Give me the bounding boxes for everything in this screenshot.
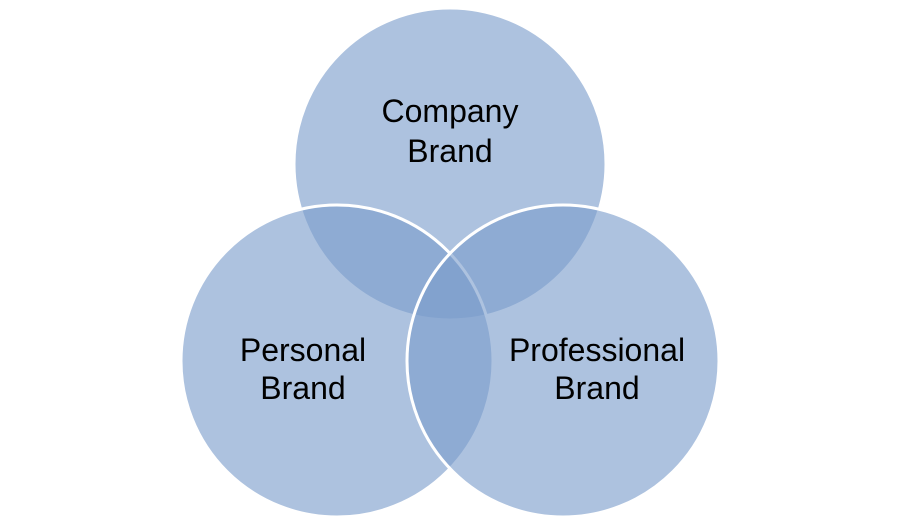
professional-brand-label-line-2: Brand [554,370,639,406]
professional-brand-circle [405,203,721,519]
personal-brand-label-line-1: Personal [240,332,366,368]
professional-brand-label-line-1: Professional [509,332,685,368]
company-brand-label-line-2: Brand [407,133,492,169]
professional-brand-label: Professional Brand [509,332,685,406]
personal-brand-label-line-2: Brand [260,370,345,406]
personal-brand-label: Personal Brand [240,332,366,406]
company-brand-label-line-1: Company [382,93,519,129]
company-brand-label: Company Brand [382,93,519,169]
venn-circles [179,6,721,519]
